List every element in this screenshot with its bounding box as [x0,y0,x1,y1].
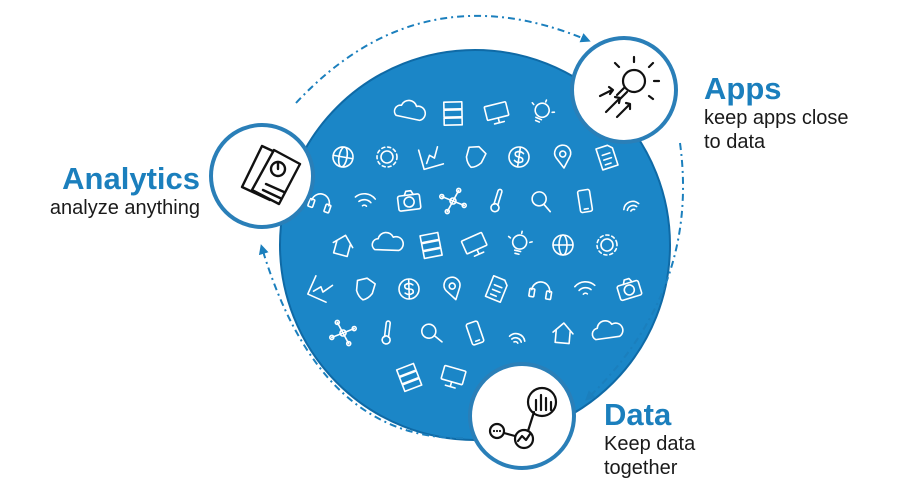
dollar-icon [508,146,530,168]
lightbulb-icon [531,99,556,123]
headset-icon [307,193,332,214]
lightbulb-icon [507,230,533,256]
analytics-subtitle: analyze anything [49,197,200,219]
network-icon [439,187,467,215]
data-label: Data Keep data together [604,398,784,480]
server-icon [443,101,464,126]
gear-icon [596,234,618,256]
connected-data-icon [488,386,558,450]
thermometer-icon [490,188,503,213]
fingerprint-icon [508,332,526,344]
house-icon [332,234,354,258]
camera-icon [396,189,422,212]
fingerprint-icon [623,200,640,212]
chart-icon [306,274,334,304]
document-icon [595,144,619,171]
network-icon [329,319,357,347]
arrow-data-to-analytics [258,244,464,440]
globe-icon [552,234,574,256]
dollar-icon [398,278,420,300]
cloud-icon [591,320,624,341]
apps-subtitle-line1: keep apps close [704,107,849,129]
apps-subtitle-line2: to data [704,131,766,153]
magnifier-icon [531,191,552,213]
monitor-icon [460,231,488,257]
gear-icon [376,146,398,168]
shield-icon [465,145,487,169]
wifi-icon [354,193,377,207]
location-pin-icon [553,144,572,169]
analytics-label: Analytics analyze anything [8,162,200,220]
phone-icon [576,188,594,214]
shield-icon [355,277,376,301]
apps-node [570,36,678,144]
documents-chart-icon [240,144,302,206]
lightbulb-arrows-icon [598,55,661,119]
globe-icon [332,146,354,168]
analytics-title: Analytics [62,161,200,196]
cycle-arrows [258,14,684,440]
cloud-icon [371,231,404,252]
thermometer-icon [381,320,392,345]
apps-label: Apps keep apps close to data [704,72,894,154]
background-icon-pattern [306,99,643,393]
server-icon [395,362,423,393]
cloud-icon [393,99,427,122]
arrow-apps-to-data [585,142,684,401]
data-subtitle-line2: together [604,457,678,479]
apps-title: Apps [704,71,782,106]
camera-icon [616,277,643,302]
server-icon [419,231,443,260]
phone-icon [465,320,485,346]
arrow-analytics-to-apps [295,14,591,104]
data-title: Data [604,397,672,432]
magnifier-icon [421,323,443,343]
wifi-icon [574,281,596,295]
data-subtitle-line1: Keep data [604,433,696,455]
monitor-icon [440,364,467,389]
house-icon [552,322,574,345]
document-icon [484,275,508,303]
headset-icon [528,281,553,301]
analytics-node [209,123,315,229]
data-node [468,362,576,470]
icon-cloud-circle [279,49,671,441]
chart-icon [417,146,445,171]
location-pin-icon [443,276,461,301]
monitor-icon [483,101,510,125]
